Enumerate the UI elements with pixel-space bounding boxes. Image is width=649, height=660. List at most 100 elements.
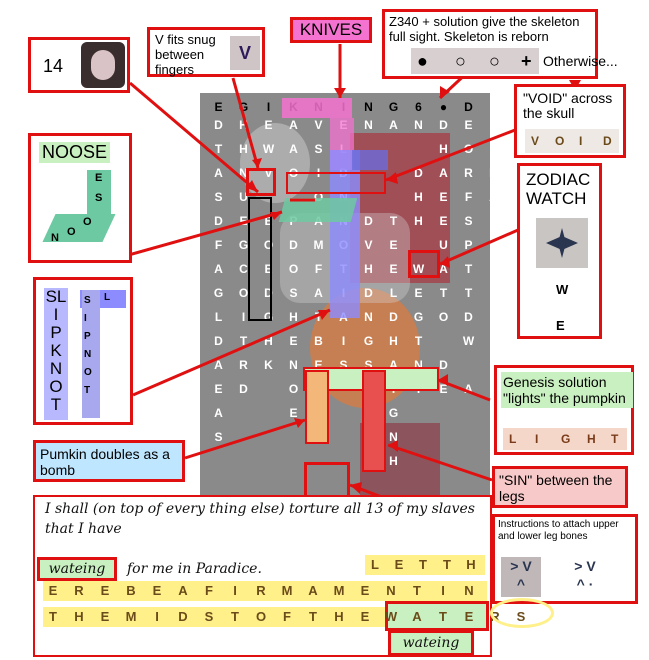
strip-letter: E bbox=[360, 583, 370, 598]
grid-letter: A bbox=[439, 262, 448, 276]
strip-letter: A bbox=[308, 583, 318, 598]
strip-letter: I bbox=[155, 609, 159, 624]
void-letters: V O I D bbox=[525, 129, 619, 153]
z340-text: Z340 + solution give the skeleton full s… bbox=[389, 14, 580, 44]
grid-letter: H bbox=[414, 214, 423, 228]
void-highlight-box bbox=[286, 172, 386, 194]
grid-letter: R bbox=[239, 358, 248, 372]
noose-letters: E S O O N bbox=[42, 170, 121, 256]
grid-letter: D bbox=[214, 214, 223, 228]
zodiac-w: W bbox=[556, 282, 569, 297]
grid-letter: M bbox=[313, 238, 324, 252]
grid-letter: T bbox=[314, 310, 323, 324]
grid-letter: A bbox=[289, 118, 298, 132]
grid-letter: D bbox=[464, 310, 473, 324]
grid-letter: N bbox=[389, 430, 398, 444]
grid-letter: A bbox=[214, 262, 223, 276]
strip-letter: R bbox=[256, 583, 266, 598]
hand-fourteen-icon bbox=[81, 42, 125, 88]
wateing-highlight: wateing bbox=[37, 557, 117, 581]
grid-letter: D bbox=[239, 382, 248, 396]
strip-letter: M bbox=[125, 609, 137, 624]
rs-circle bbox=[490, 598, 554, 628]
strip-letter: H bbox=[74, 609, 84, 624]
grid-letter: A bbox=[439, 166, 448, 180]
grid-letter: S bbox=[314, 142, 323, 156]
grid-letter: O bbox=[288, 262, 299, 276]
v-fits-text: V fits snug between fingers bbox=[155, 32, 216, 77]
strip-letter: T bbox=[49, 609, 57, 624]
grid-letter: V bbox=[314, 118, 323, 132]
strip-letter: F bbox=[283, 609, 291, 624]
grid-letter: G bbox=[238, 238, 249, 252]
grid-letter: H bbox=[239, 118, 248, 132]
strip-letter: M bbox=[281, 583, 293, 598]
grid-letter: D bbox=[214, 118, 223, 132]
grid-letter: O bbox=[438, 310, 449, 324]
knives-highlight bbox=[282, 98, 352, 118]
fourteen-label: 14 bbox=[43, 56, 64, 76]
sin-panel: "SIN" between the legs bbox=[492, 466, 628, 508]
void-panel: "VOID" across the skull V O I D bbox=[514, 84, 626, 158]
grid-letter: A bbox=[214, 166, 223, 180]
top-row-letter: 6 bbox=[415, 100, 422, 114]
letter-strip-2 bbox=[43, 581, 487, 601]
grid-letter: F bbox=[314, 262, 323, 276]
grid-letter: E bbox=[289, 334, 298, 348]
strip-letter: I bbox=[441, 583, 445, 598]
grid-letter: W bbox=[262, 142, 275, 156]
grid-letter: R bbox=[464, 166, 473, 180]
grid-letter: N bbox=[364, 118, 373, 132]
grid-letter: S bbox=[214, 430, 223, 444]
grid-letter: E bbox=[414, 286, 423, 300]
grid-letter: N bbox=[414, 358, 423, 372]
grid-letter: E bbox=[264, 118, 273, 132]
top-row-letter: D bbox=[464, 100, 473, 114]
handwriting-text: I shall (on top of every thing else) tor… bbox=[45, 501, 475, 537]
grid-letter: A bbox=[214, 358, 223, 372]
grid-letter: D bbox=[414, 166, 423, 180]
strip-letter: S bbox=[204, 609, 214, 624]
grid-letter: H bbox=[439, 142, 448, 156]
top-row-letter: E bbox=[214, 100, 223, 114]
top-row-letter: I bbox=[266, 100, 271, 114]
grid-letter: N bbox=[239, 166, 248, 180]
grid-letter: E bbox=[214, 382, 223, 396]
grid-letter: L bbox=[389, 286, 398, 300]
grid-letter: E bbox=[439, 190, 448, 204]
handwriting-text-2: for me in Paradice. bbox=[127, 561, 262, 577]
strip-letter: E bbox=[152, 583, 162, 598]
strip-letter: B bbox=[126, 583, 136, 598]
strip-letter: N bbox=[386, 583, 396, 598]
grid-letter: G bbox=[263, 310, 274, 324]
grid-letter: F bbox=[464, 190, 473, 204]
grid-letter: D bbox=[364, 286, 373, 300]
zodiac-symbol-icon bbox=[536, 218, 588, 268]
grid-letter: S bbox=[289, 286, 298, 300]
grid-letter: A bbox=[214, 406, 223, 420]
grid-letter: D bbox=[364, 214, 373, 228]
grid-letter: T bbox=[464, 262, 473, 276]
v-fits-panel: V fits snug between fingers V bbox=[147, 27, 265, 77]
strip-letter: F bbox=[205, 583, 213, 598]
grid-letter: A bbox=[289, 142, 298, 156]
noose-panel: NOOSE E S O O N bbox=[28, 133, 132, 263]
fourteen-panel: 14 bbox=[28, 37, 130, 93]
grid-letter: G bbox=[363, 334, 374, 348]
grid-letter: V bbox=[264, 166, 273, 180]
leg-symbol-icon-2: > V^ · bbox=[574, 558, 596, 592]
strip-letter: E bbox=[48, 583, 58, 598]
handwriting-panel: I shall (on top of every thing else) tor… bbox=[33, 495, 525, 657]
grid-letter: R bbox=[489, 502, 498, 516]
slipknot-vertical-word: SL I P K N O T bbox=[44, 288, 68, 420]
instructions-panel: Instructions to attach upper and lower l… bbox=[492, 514, 638, 604]
grid-letter: E bbox=[439, 382, 448, 396]
strip-letter: O bbox=[255, 609, 267, 624]
grid-letter: E bbox=[264, 214, 273, 228]
leg-symbol-icon: > V^ bbox=[501, 557, 541, 597]
strip-letter: T bbox=[231, 609, 239, 624]
grid-letter: H bbox=[389, 334, 398, 348]
v-symbol-icon: V bbox=[230, 36, 260, 70]
void-text: "VOID" across the skull bbox=[523, 90, 613, 121]
grid-letter: E bbox=[239, 214, 248, 228]
